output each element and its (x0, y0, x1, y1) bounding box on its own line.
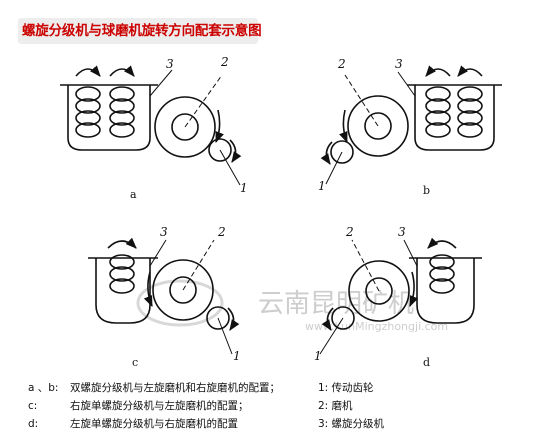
pinion-arrow-d (321, 307, 334, 331)
mill-b (339, 74, 409, 157)
pinion-b (320, 140, 354, 185)
panel-d (319, 237, 482, 355)
spiral-right-b (457, 86, 483, 138)
mill-arrow-c (143, 271, 153, 308)
legend-left-1: a 、b: 双螺旋分级机与左旋磨机和右旋磨机的配置； (28, 380, 280, 395)
classifier-a (60, 65, 173, 151)
panel-label-c: c (132, 356, 138, 369)
mill-d (348, 239, 419, 322)
mill-arrow-b (339, 109, 348, 144)
panel-label-a: a (130, 188, 137, 201)
legend-left-2: c: 右旋单螺旋分级机与左旋磨机的配置； (28, 398, 249, 413)
panel-c (88, 237, 240, 355)
rotation-arrow-a2 (109, 65, 135, 77)
label-pinion-c: 1 (233, 349, 241, 363)
watermark-logo (136, 279, 224, 327)
legend-right-2: 2: 磨机 (318, 400, 353, 412)
label-pinion-d: 1 (314, 349, 322, 363)
classifier-b (397, 65, 502, 151)
label-classifier-d: 3 (398, 225, 406, 239)
rotation-arrow-a1 (75, 65, 101, 77)
pinion-d (319, 306, 355, 355)
pinion-arrow-c (227, 307, 240, 331)
panel-label-d: d (423, 356, 430, 369)
legend-left-3: d: 左旋单螺旋分级机与右旋磨机的配置 (28, 416, 238, 431)
label-classifier-b: 3 (395, 57, 403, 71)
rotation-arrow-c (107, 237, 137, 249)
pinion-c (206, 306, 240, 355)
label-mill-c: 2 (217, 225, 226, 239)
legend-key: c: (28, 400, 38, 412)
spiral-left-a (75, 86, 101, 138)
label-mill-b: 2 (337, 57, 346, 71)
mill-arrow-d (409, 271, 419, 308)
mill-c (143, 239, 215, 321)
classifier-d (403, 237, 482, 324)
legend-text: 左旋单螺旋分级机与右旋磨机的配置 (70, 418, 238, 430)
watermark-text-cn: 云南昆明矿机 (258, 289, 414, 319)
panel-label-b: b (423, 184, 430, 197)
mill-a (154, 74, 224, 158)
rotation-arrow-b1 (425, 65, 451, 77)
pinion-arrow-b (320, 141, 333, 165)
classifier-c (88, 237, 167, 324)
legend-text: 双螺旋分级机与左旋磨机和右旋磨机的配置； (70, 382, 280, 394)
label-classifier-a: 3 (166, 57, 174, 71)
spiral-d (429, 254, 455, 294)
panel-a (60, 65, 242, 186)
legend-text: 右旋单螺旋分级机与左旋磨机的配置； (70, 400, 249, 412)
spiral-right-a (109, 86, 135, 138)
pinion-arrow-a (229, 139, 242, 163)
legend-right-3: 3: 螺旋分级机 (318, 418, 385, 430)
panel-b (320, 65, 502, 185)
pinion-a (208, 138, 242, 186)
title-banner (18, 18, 258, 44)
legend-right-1: 1: 传动齿轮 (318, 382, 374, 394)
legend-key: a 、b: (28, 382, 59, 394)
mill-arrow-a (215, 109, 224, 144)
watermark: 云南昆明矿机 www.KunMingzhongji.com (136, 279, 448, 333)
legend-key: d: (28, 418, 39, 430)
rotation-arrow-b2 (457, 65, 483, 77)
label-mill-d: 2 (345, 225, 354, 239)
rotation-arrow-d (427, 237, 457, 249)
label-mill-a: 2 (220, 55, 229, 69)
label-classifier-c: 3 (160, 225, 168, 239)
watermark-url: www.KunMingzhongji.com (305, 320, 448, 333)
spiral-c (109, 254, 135, 294)
label-pinion-a: 1 (240, 181, 248, 195)
label-pinion-b: 1 (318, 179, 326, 193)
spiral-left-b (425, 86, 451, 138)
diagram-title: 螺旋分级机与球磨机旋转方向配套示意图 (22, 23, 262, 39)
